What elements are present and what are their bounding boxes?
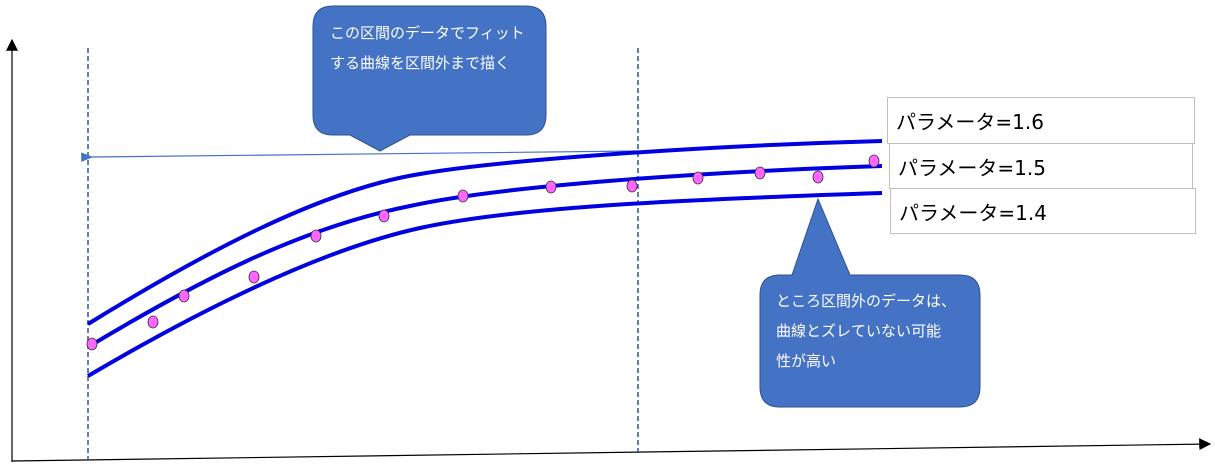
data-point [310,229,322,243]
curve-label-1-4: パラメータ=1.4 [890,188,1196,234]
callout-outside-line2: 曲線とズレていない可能 [776,322,942,340]
callout-outside-text: ところ区間外のデータは、 曲線とズレていない可能 性が高い [776,286,956,376]
curve-label-1-5: パラメータ=1.5 [889,143,1193,189]
data-point [86,337,98,351]
data-point [545,180,557,194]
callout-outside-line3: 性が高い [776,352,837,370]
callout-fit-line1: この区間のデータでフィット [330,24,525,42]
data-point [457,189,469,203]
data-point [754,166,766,180]
data-point [692,171,704,185]
interval-arrow [81,150,639,162]
x-axis [11,438,1212,462]
data-point [626,179,638,193]
curve-label-1-6: パラメータ=1.6 [887,97,1195,144]
curve-parameter-1-6 [86,139,883,326]
callout-fit-text: この区間のデータでフィット する曲線を区間外まで描く [330,18,525,78]
curve-parameter-1-5 [86,164,883,349]
callout-fit-bubble [312,5,547,152]
data-point [378,209,390,223]
data-point [147,315,159,329]
callout-outside-bubble [759,197,981,408]
data-point [178,289,190,303]
callout-fit-line2: する曲線を区間外まで描く [330,54,511,72]
data-point [868,154,880,168]
curve-parameter-1-4 [86,191,883,378]
data-point [248,270,260,284]
callout-outside-line1: ところ区間外のデータは、 [776,292,957,310]
data-point [812,170,824,184]
